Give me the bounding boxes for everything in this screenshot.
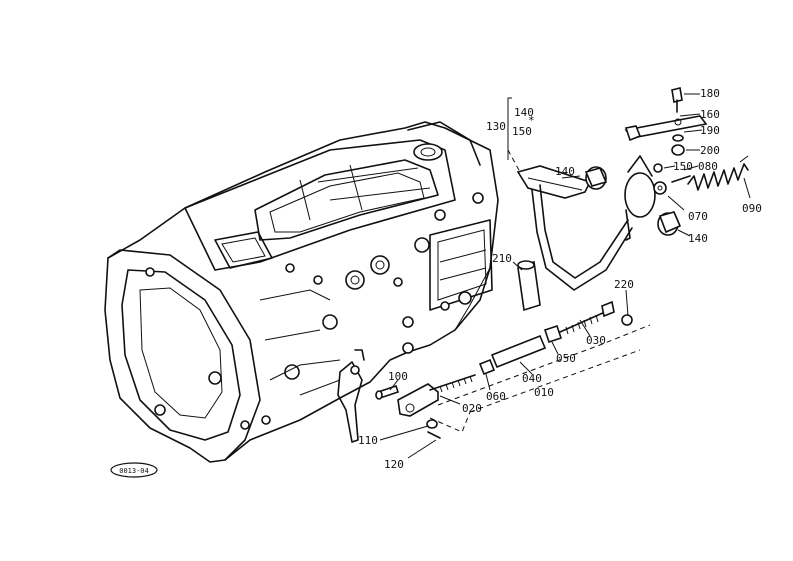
label-190: 190 (700, 124, 720, 137)
label-separator: * (528, 114, 535, 127)
rod-assembly (375, 300, 651, 439)
label-030: 030 (586, 334, 606, 347)
part-labels: 140 * 130 150 140 180 160 190 200 150 08… (358, 87, 762, 471)
label-020: 020 (462, 402, 482, 415)
label-110: 110 (358, 434, 378, 447)
label-150: 150 (512, 125, 532, 138)
label-060: 060 (486, 390, 506, 403)
drawing-code: 0013-04 (119, 467, 149, 475)
label-080: 080 (698, 160, 718, 173)
label-140-c: 140 (688, 232, 708, 245)
label-100: 100 (388, 370, 408, 383)
label-220: 220 (614, 278, 634, 291)
label-120: 120 (384, 458, 404, 471)
label-200: 200 (700, 144, 720, 157)
label-050: 050 (556, 352, 576, 365)
transmission-housing (104, 121, 499, 463)
label-040: 040 (522, 372, 542, 385)
leader-lines (379, 93, 751, 459)
label-140: 140 (514, 106, 534, 119)
label-140-b: 140 (555, 165, 575, 178)
label-010: 010 (534, 386, 554, 399)
drawing-code-badge: 0013-04 (110, 462, 158, 478)
label-130: 130 (486, 120, 506, 133)
label-070: 070 (688, 210, 708, 223)
label-210: 210 (492, 252, 512, 265)
label-160: 160 (700, 108, 720, 121)
lever-assembly (299, 349, 365, 443)
pedal-assembly (516, 87, 749, 312)
label-090: 090 (742, 202, 762, 215)
label-180: 180 (700, 87, 720, 100)
label-150-b: 150 (673, 160, 693, 173)
